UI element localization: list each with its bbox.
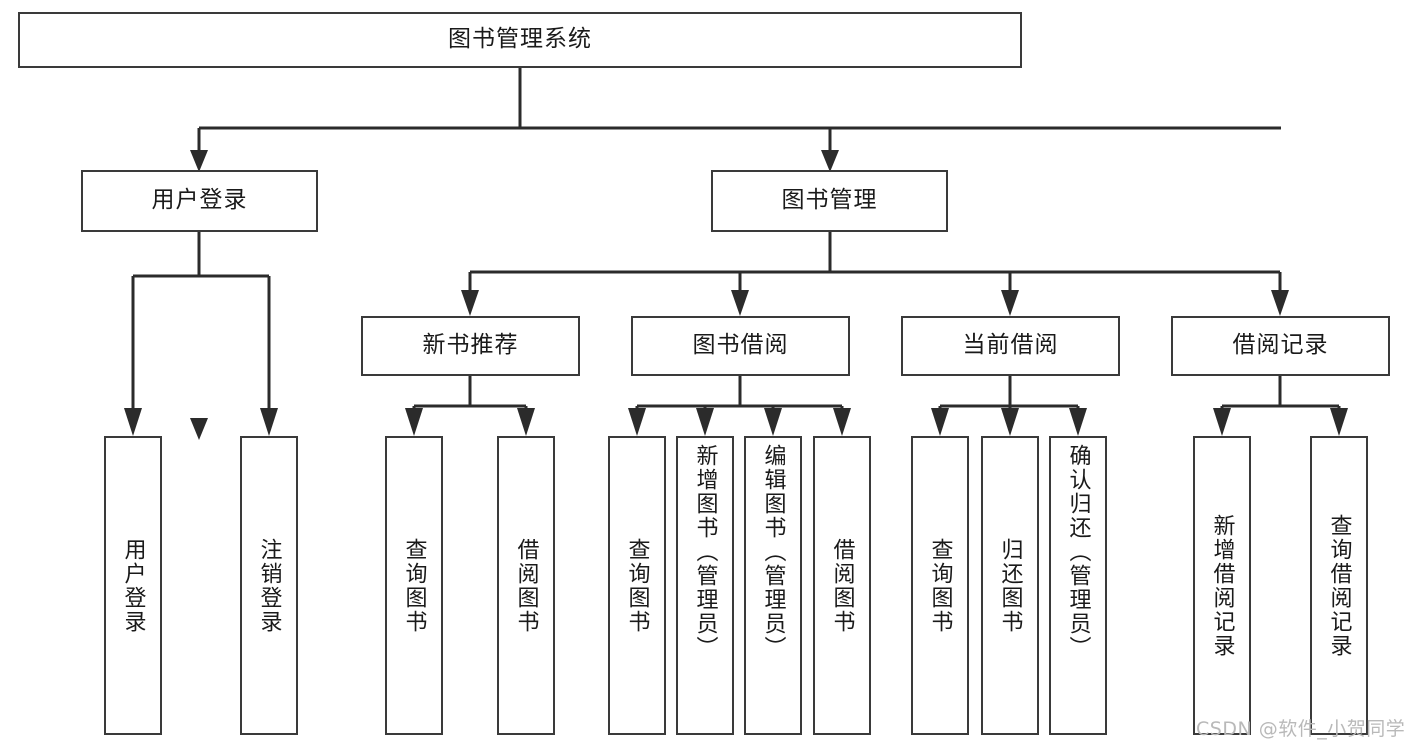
watermark-text: CSDN @软件_小贺同学	[1196, 718, 1405, 740]
node-leaf-new-book-borrow[interactable]: 借阅图书	[497, 436, 555, 735]
node-leaf-borrow-book[interactable]: 借阅图书	[813, 436, 871, 735]
node-new-book-recommend[interactable]: 新书推荐	[361, 316, 580, 376]
node-current-borrow-label: 当前借阅	[962, 332, 1059, 359]
node-leaf-new-book-query[interactable]: 查询图书	[385, 436, 443, 735]
node-book-manage[interactable]: 图书管理	[711, 170, 948, 232]
node-leaf-logout[interactable]: 注销登录	[240, 436, 298, 735]
node-leaf-edit-book-label: 编辑图书（管理员）	[760, 444, 786, 660]
node-borrow-record-label: 借阅记录	[1232, 332, 1329, 359]
node-leaf-current-query[interactable]: 查询图书	[911, 436, 969, 735]
node-current-borrow[interactable]: 当前借阅	[901, 316, 1120, 376]
node-leaf-new-book-borrow-label: 借阅图书	[513, 537, 539, 634]
node-leaf-current-query-label: 查询图书	[927, 537, 953, 634]
node-leaf-query-record-label: 查询借阅记录	[1326, 513, 1352, 658]
node-borrow-record[interactable]: 借阅记录	[1171, 316, 1390, 376]
node-leaf-edit-book[interactable]: 编辑图书（管理员）	[744, 436, 802, 735]
node-leaf-user-login-label: 用户登录	[120, 537, 146, 634]
node-root[interactable]: 图书管理系统	[18, 12, 1022, 68]
node-user-login-label: 用户登录	[151, 187, 248, 214]
arrowhead-level2-left	[190, 150, 208, 172]
node-leaf-borrow-query-label: 查询图书	[624, 537, 650, 634]
node-leaf-query-record[interactable]: 查询借阅记录	[1310, 436, 1368, 735]
node-leaf-new-book-query-label: 查询图书	[401, 537, 427, 634]
node-leaf-return-book[interactable]: 归还图书	[981, 436, 1039, 735]
node-leaf-add-record[interactable]: 新增借阅记录	[1193, 436, 1251, 735]
node-leaf-logout-label: 注销登录	[256, 537, 282, 634]
node-book-manage-label: 图书管理	[781, 187, 878, 214]
node-leaf-add-record-label: 新增借阅记录	[1209, 513, 1235, 658]
node-leaf-borrow-book-label: 借阅图书	[829, 537, 855, 634]
node-leaf-add-book[interactable]: 新增图书（管理员）	[676, 436, 734, 735]
node-leaf-add-book-label: 新增图书（管理员）	[692, 444, 718, 660]
node-book-borrow[interactable]: 图书借阅	[631, 316, 850, 376]
node-root-label: 图书管理系统	[448, 26, 592, 53]
node-user-login[interactable]: 用户登录	[81, 170, 318, 232]
node-leaf-confirm-return[interactable]: 确认归还（管理员）	[1049, 436, 1107, 735]
node-leaf-user-login[interactable]: 用户登录	[104, 436, 162, 735]
node-leaf-borrow-query[interactable]: 查询图书	[608, 436, 666, 735]
node-book-borrow-label: 图书借阅	[692, 332, 789, 359]
node-leaf-return-book-label: 归还图书	[997, 537, 1023, 634]
node-new-book-recommend-label: 新书推荐	[422, 332, 519, 359]
node-leaf-confirm-return-label: 确认归还（管理员）	[1065, 444, 1091, 660]
